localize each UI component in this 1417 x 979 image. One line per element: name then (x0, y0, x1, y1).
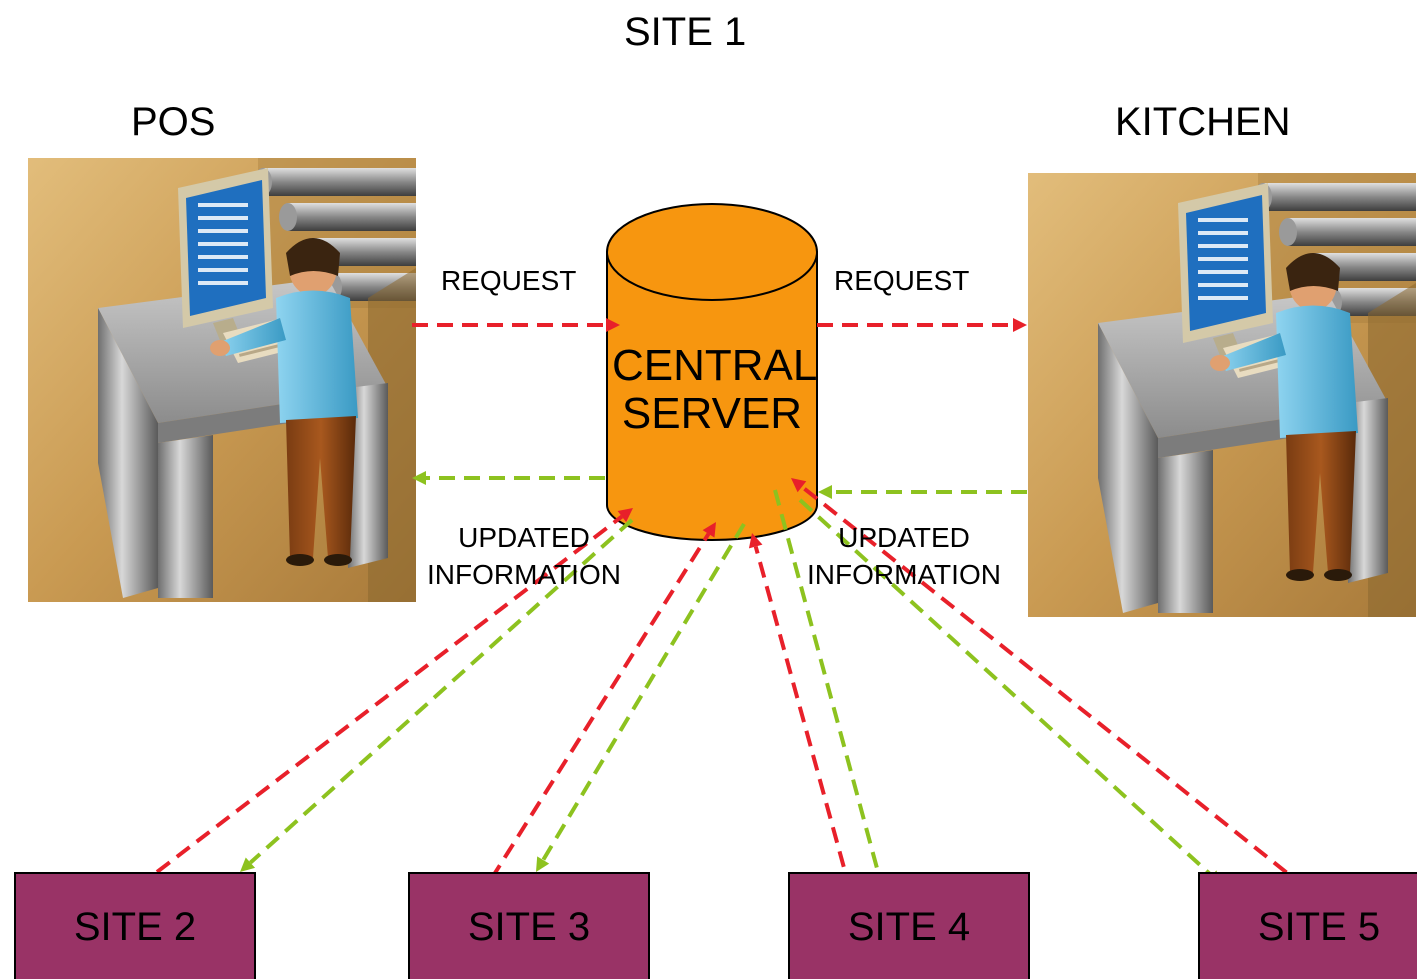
request-arrow-site2-to-server-head (617, 508, 633, 523)
request-arrow-site2-to-server (155, 508, 633, 874)
request-arrow-site3-to-server-line (476, 532, 711, 902)
update-arrow-server-to-site3-line (541, 522, 746, 862)
updated-left-line2: INFORMATION (427, 559, 621, 590)
request-arrow-site3-to-server (476, 522, 716, 902)
update-arrow-server-to-site3-head (536, 856, 550, 872)
request-arrow-site4-to-server-line (753, 545, 859, 916)
request-label-right: REQUEST (834, 265, 970, 296)
update-arrow-server-to-site2-line (249, 518, 634, 865)
kitchen-label: KITCHEN (1115, 100, 1291, 144)
site-2-box: SITE 2 (14, 872, 256, 979)
request-arrow-pos-to-server (412, 318, 620, 332)
update-arrow-server-to-site2 (240, 518, 634, 872)
update-arrow-server-to-pos-head (412, 471, 426, 485)
update-arrow-server-to-site5-line (798, 498, 1214, 878)
update-arrow-kitchen-to-server-head (818, 485, 832, 499)
pos-label: POS (131, 100, 216, 144)
site-3-label: SITE 3 (467, 904, 591, 949)
request-arrow-site5-to-server-head (791, 478, 807, 493)
request-arrow-server-to-kitchen-head (1013, 318, 1027, 332)
request-arrow-site4-to-server (748, 533, 859, 916)
request-arrow-site4-to-server-head (748, 533, 763, 549)
updated-left-line1: UPDATED (458, 522, 590, 553)
central-server-icon (606, 203, 818, 541)
updated-right-line1: UPDATED (838, 522, 970, 553)
request-arrow-pos-to-server-head (606, 318, 620, 332)
update-arrow-server-to-site2-head (240, 857, 256, 872)
updated-information-label-right: UPDATED INFORMATION (804, 519, 1004, 593)
kitchen-workstation-icon (1028, 173, 1416, 617)
connection-arrows (155, 318, 1308, 935)
site-3-box: SITE 3 (408, 872, 650, 979)
update-arrow-kitchen-to-server (818, 485, 1027, 499)
site-4-label: SITE 4 (847, 904, 971, 949)
request-arrow-site5-to-server-line (800, 485, 1308, 890)
request-arrow-site2-to-server-line (155, 514, 624, 874)
server-label-line2: SERVER (621, 389, 803, 438)
site-5-label: SITE 5 (1257, 904, 1381, 949)
diagram-title: SITE 1 (624, 10, 747, 54)
pos-workstation-icon (28, 158, 416, 602)
request-label-left: REQUEST (441, 265, 577, 296)
update-arrow-server-to-site3 (536, 522, 746, 872)
request-arrow-server-to-kitchen (817, 318, 1027, 332)
request-arrow-site5-to-server (791, 478, 1308, 890)
site-5-box: SITE 5 (1198, 872, 1417, 979)
site-4-box: SITE 4 (788, 872, 1030, 979)
server-label-line1: CENTRAL (612, 341, 818, 390)
updated-right-line2: INFORMATION (807, 559, 1001, 590)
request-arrow-site3-to-server-head (702, 522, 716, 538)
updated-information-label-left: UPDATED INFORMATION (424, 519, 624, 593)
site-2-label: SITE 2 (73, 904, 197, 949)
update-arrow-server-to-pos (412, 471, 605, 485)
central-server-label: CENTRAL SERVER (612, 341, 818, 438)
